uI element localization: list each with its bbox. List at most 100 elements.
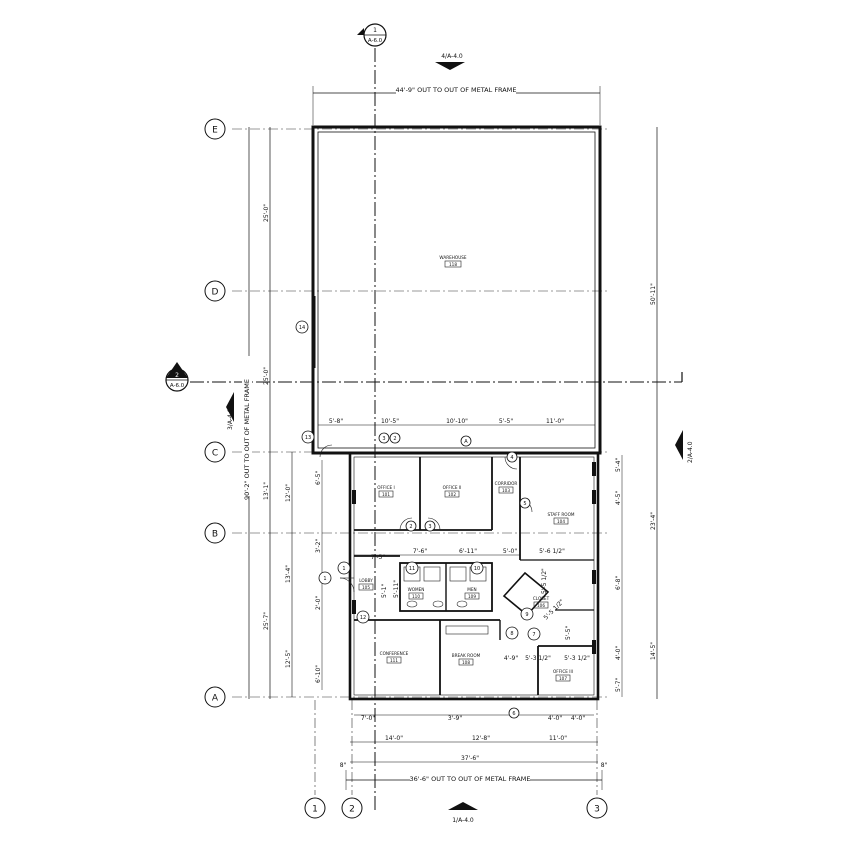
room-label-break: BREAK ROOM 108 [452,653,481,666]
grid-bubble-a[interactable]: A [204,686,226,708]
tag-text: 9 [525,612,528,618]
dimension-text: 12'-0" [285,484,292,502]
dimension-text: 5'-3 1/2" [564,655,590,662]
dimension-text: 5'-5" [499,418,513,425]
room-label-office3: OFFICE III 107 [553,669,573,682]
tag-text: 14 [299,325,305,331]
tag-text: 4 [510,455,513,461]
grid-label: 3 [594,805,600,815]
dimension-bottom-total: 37'-6" 8" 8" [340,755,608,769]
dimension-text: 6'-11" [459,548,477,555]
section-number: 1 [373,27,377,34]
tag-10[interactable]: 10 [470,561,484,575]
tag-12[interactable]: 12 [356,610,370,624]
warehouse-walls [311,125,602,455]
grid-bubble-c[interactable]: C [204,441,226,463]
room-name: WOMEN [408,587,425,592]
room-label-men: MEN 109 [464,587,480,600]
tag-5[interactable]: 5 [519,497,531,509]
tag-text: A [464,439,468,445]
dimension-text: 10'-10" [446,418,468,425]
tag-6[interactable]: 6 [508,707,520,719]
dimension-text: 23'-4" [650,512,657,530]
dimension-text: 4'-5" [615,491,622,505]
grid-bubble-2[interactable]: 2 [341,797,363,819]
dimension-text: 3'-2" [315,539,322,553]
room-label-office1: OFFICE I 101 [377,485,395,498]
room-name: WAREHOUSE [439,255,466,260]
tag-text: 7 [532,632,535,638]
dimension-text: 13'-4" [285,565,292,583]
dimension-text: 11'-0" [546,418,564,425]
dimension-text: 7'-0" [361,715,375,722]
dimension-text: 8" [340,762,347,769]
room-name: CORRIDOR [495,481,518,486]
elevation-callout-right[interactable]: 2/A-4.0 [675,430,694,463]
section-sheet: A-6.0 [170,383,185,389]
room-name: MEN [467,587,476,592]
grid-bubble-d[interactable]: D [204,280,226,302]
dimension-text: 14'-5" [650,642,657,660]
tag-a-window[interactable]: A [460,435,472,447]
dimension-text: 5'-0" [503,548,517,555]
dimension-bottom-overall: 36'-6" OUT TO OUT OF METAL FRAME [345,770,603,790]
tag-3-door[interactable]: 3 [424,520,436,532]
dimension-text: 5'-3 1/2" [525,655,551,662]
tag-text: 1 [323,576,326,582]
dimension-top-overall: 44'-9" OUT TO OUT OF METAL FRAME [312,85,601,125]
tag-8[interactable]: 8 [505,626,519,640]
tag-text: 13 [305,435,311,441]
grid-label: A [212,694,219,704]
tag-11[interactable]: 11 [405,561,419,575]
elevation-callout-bottom[interactable]: 1/A-4.0 [448,802,478,824]
room-number: 107 [559,676,567,681]
section-callout-left[interactable]: 2 A-6.0 [165,362,189,392]
tag-14[interactable]: 14 [295,320,309,334]
dimension-text: 25'-7" [263,612,270,630]
dimension-left-chain: 25'-0" 25'-0" 13'-1" 25'-7" [263,127,271,699]
tag-1-lobby[interactable]: 1 [318,571,332,585]
dimension-text: 5'-4" [615,458,622,472]
dimension-text: 7'-5" [371,554,385,561]
grid-bubble-1[interactable]: 1 [304,797,326,819]
dimension-text: 5'-5 1/2" [541,568,548,594]
room-number: 110 [412,594,420,599]
dimension-text: 10'-5" [381,418,399,425]
tag-13[interactable]: 13 [301,430,315,444]
dimension-left-overall: 90'-2" OUT TO OUT OF METAL FRAME [242,127,252,699]
dimension-text: 25'-0" [263,367,270,385]
section-callout-top[interactable]: 1 A-6.0 [357,23,387,47]
dimension-text: 5'-7" [615,678,622,692]
room-label-women: WOMEN 110 [408,587,425,600]
dimension-text: 5'-8" [329,418,343,425]
elevation-callout-left[interactable]: 3/A-4.0 [226,392,234,430]
room-name: BREAK ROOM [452,653,481,658]
dimension-text: 12'-8" [472,735,490,742]
grid-bubble-e[interactable]: E [204,118,226,140]
tag-4[interactable]: 4 [506,451,518,463]
room-label-office2: OFFICE II 102 [443,485,461,498]
tag-text: 8 [510,631,513,637]
room-number: 103 [502,488,510,493]
elevation-callout-top[interactable]: 4/A-4.0 [435,53,465,70]
tag-7[interactable]: 7 [527,627,541,641]
room-name: OFFICE I [377,485,394,490]
tag-2-door[interactable]: 2 [405,520,417,532]
tag-9[interactable]: 9 [520,607,534,621]
room-number: 102 [448,492,456,497]
grid-bubble-3[interactable]: 3 [586,797,608,819]
tag-2-top[interactable]: 2 [389,432,401,444]
tag-text: 2 [409,524,412,530]
room-label-conference: CONFERENCE 111 [380,651,409,664]
dimension-text: 37'-6" [461,755,479,762]
grid-label: E [212,126,218,136]
dimension-text: 5'-1" [381,584,388,598]
tag-1[interactable]: 1 [337,561,351,575]
dimension-text: 6'-8" [615,576,622,590]
dimension-text: 90'-2" OUT TO OUT OF METAL FRAME [243,379,251,500]
dimension-bottom-chain-1: 7'-0" 3'-9" 4'-0" 4'-0" [354,714,594,722]
grid-bubble-b[interactable]: B [204,522,226,544]
tag-3-top[interactable]: 3 [378,432,390,444]
dimension-text: 13'-1" [263,482,270,500]
